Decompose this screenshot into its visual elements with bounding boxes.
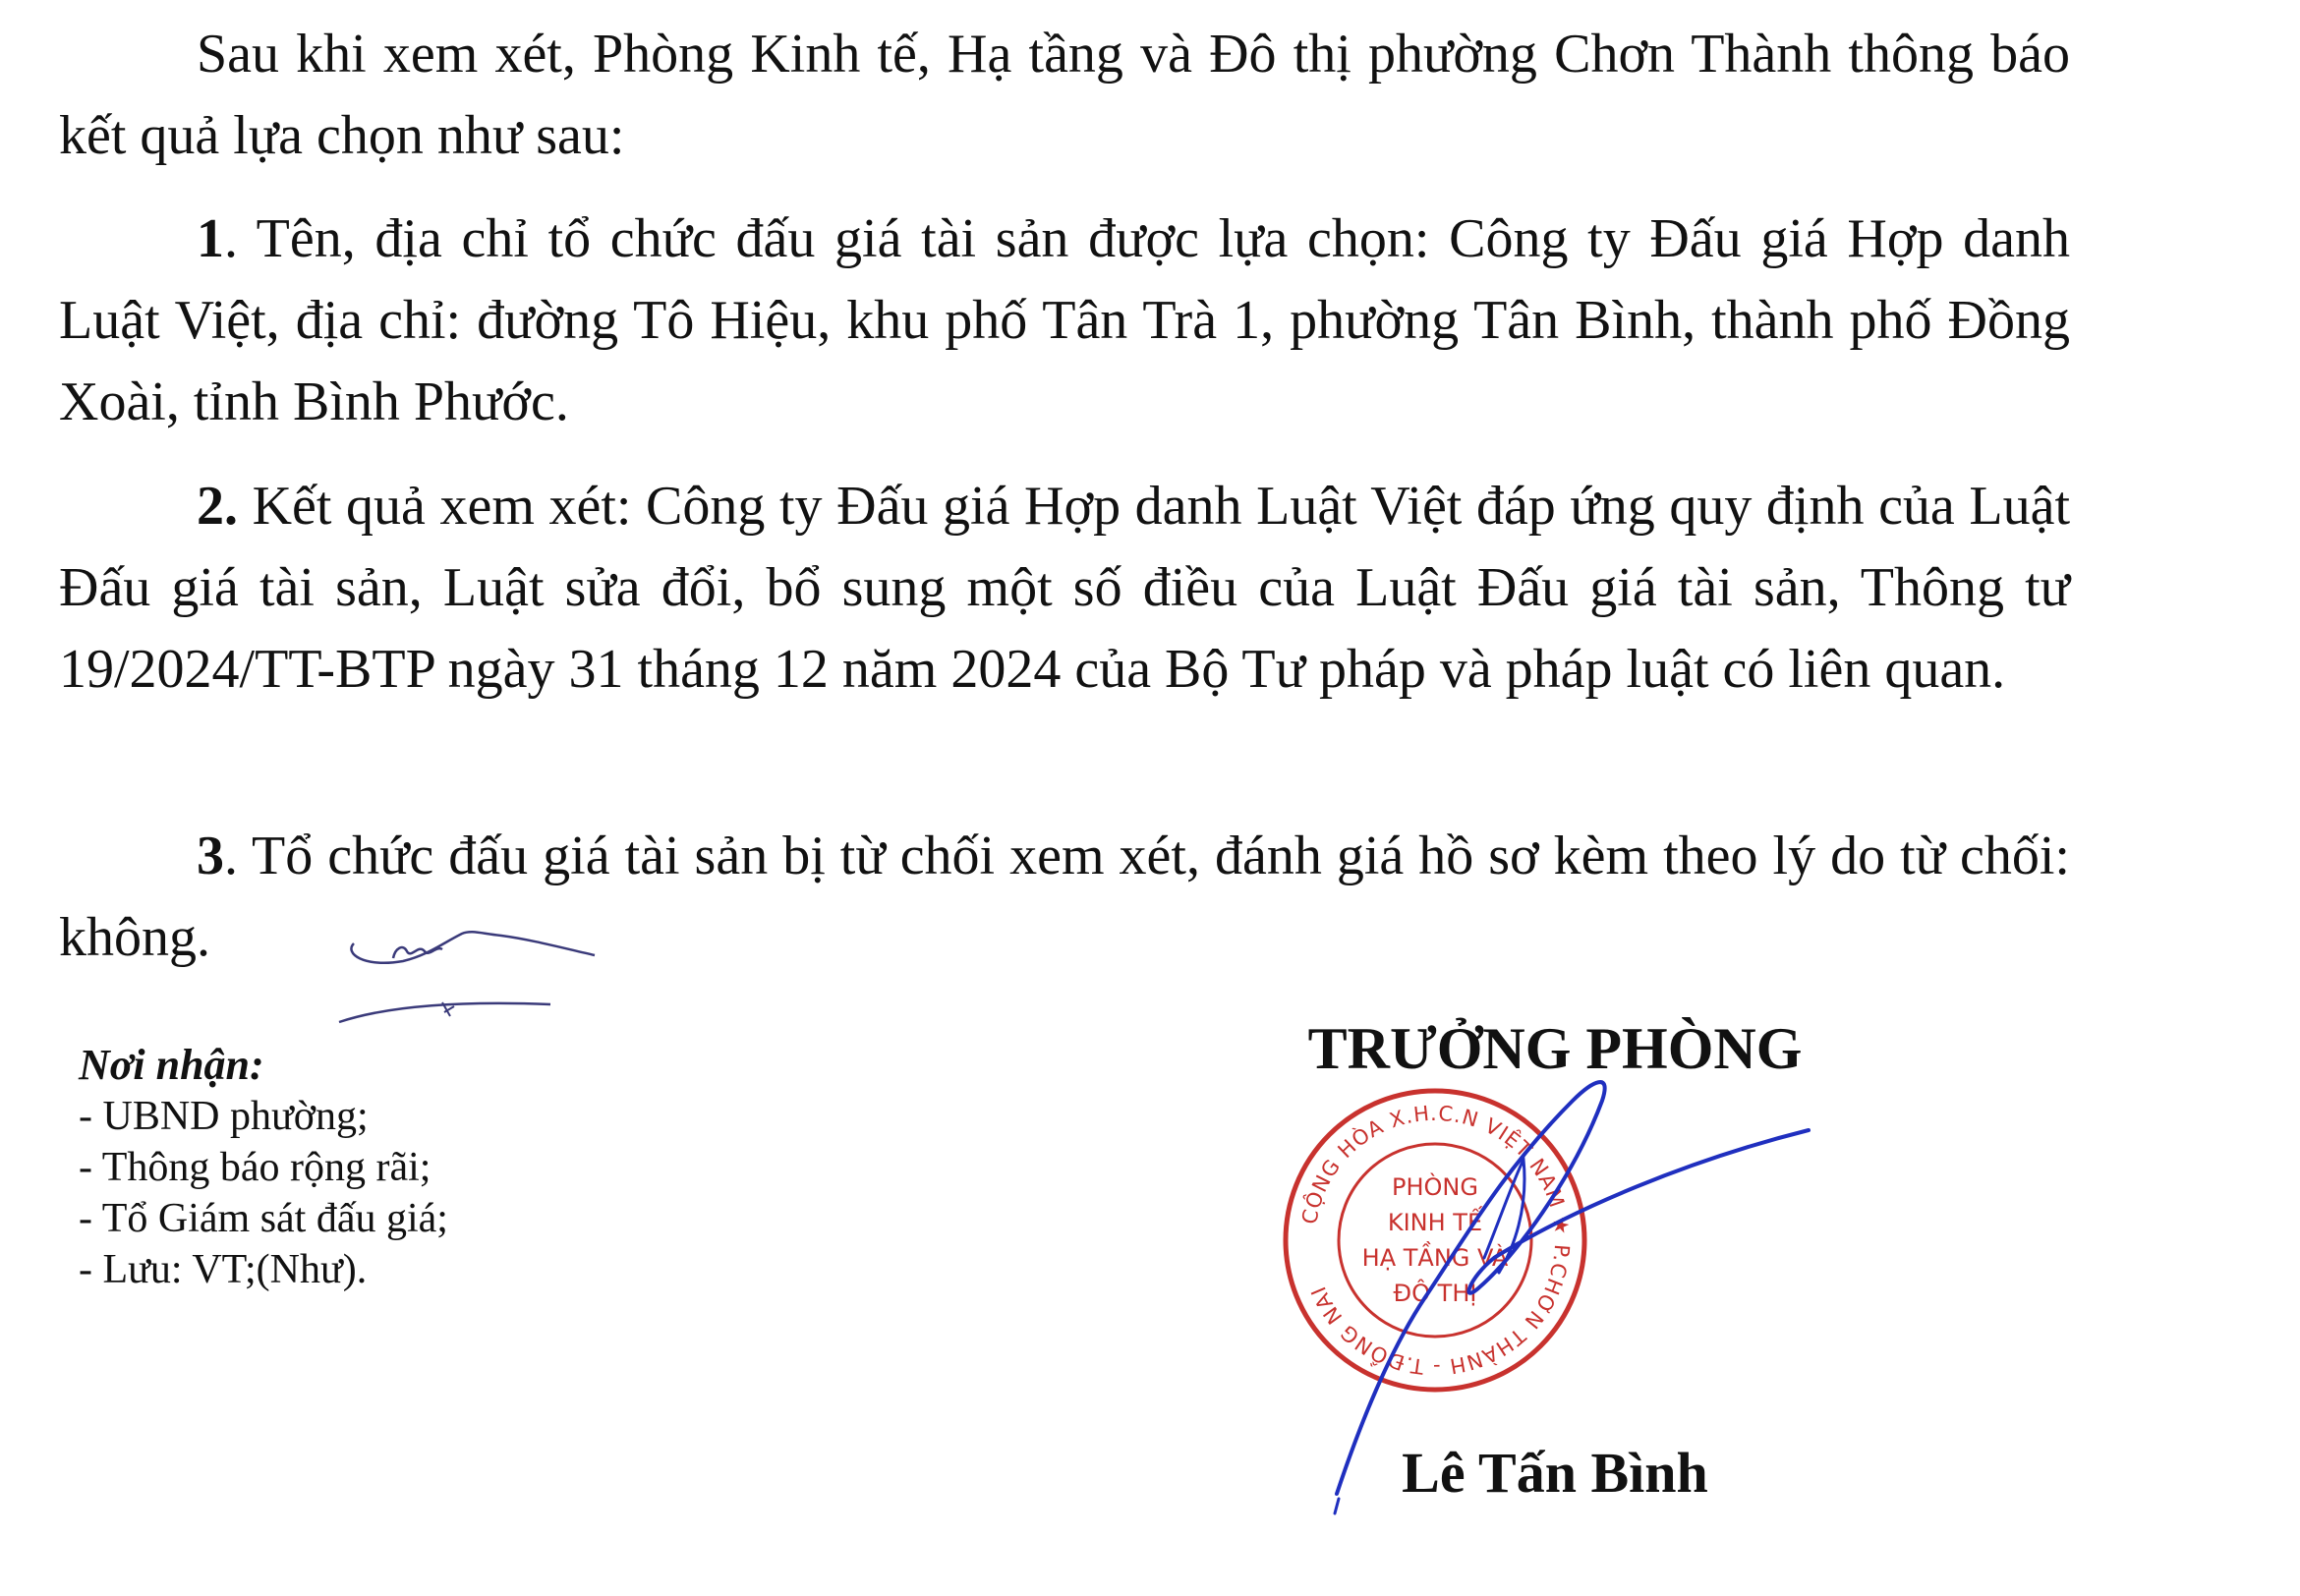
intro-paragraph: Sau khi xem xét, Phòng Kinh tế, Hạ tầng … — [59, 24, 2070, 166]
signer-name: Lê Tấn Bình — [1402, 1441, 1708, 1505]
item-2-number: 2. — [197, 476, 238, 537]
initials-signature — [338, 931, 596, 1024]
item-1-number: 1 — [197, 208, 224, 269]
recipients-block: Nơi nhận: - UBND phường; - Thông báo rộn… — [79, 1040, 448, 1295]
item-3-text: . Tổ chức đấu giá tài sản bị từ chối xem… — [59, 826, 2070, 968]
seal-center-line: PHÒNG — [1392, 1171, 1478, 1201]
item-3-number: 3 — [197, 826, 224, 886]
item-2-paragraph: 2. Kết quả xem xét: Công ty Đấu giá Hợp … — [59, 466, 2070, 711]
recipient-item: - Lưu: VT;(Như). — [79, 1247, 368, 1292]
handwritten-signature — [1333, 1080, 1811, 1515]
recipient-item: - Tổ Giám sát đấu giá; — [79, 1196, 448, 1241]
recipients-title: Nơi nhận: — [79, 1041, 264, 1089]
recipient-item: - UBND phường; — [79, 1094, 369, 1139]
recipient-item: - Thông báo rộng rãi; — [79, 1145, 431, 1190]
official-seal: CỘNG HÒA X.H.C.N VIỆT NAM ★ P.CHƠN THÀNH… — [1283, 1088, 1587, 1393]
item-1-paragraph: 1. Tên, địa chỉ tổ chức đấu giá tài sản … — [59, 199, 2070, 443]
signature-position-title: TRƯỞNG PHÒNG — [1307, 1016, 1803, 1081]
item-2-text: Kết quả xem xét: Công ty Đấu giá Hợp dan… — [59, 476, 2070, 700]
item-3-paragraph: 3. Tổ chức đấu giá tài sản bị từ chối xe… — [59, 816, 2070, 979]
recipients-list: - UBND phường; - Thông báo rộng rãi; - T… — [79, 1091, 448, 1295]
item-1-text: . Tên, địa chỉ tổ chức đấu giá tài sản đ… — [59, 208, 2070, 432]
